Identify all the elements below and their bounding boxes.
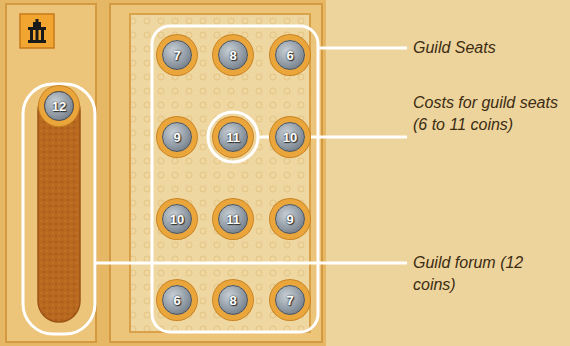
coin-value: 9	[173, 131, 180, 144]
guild-icon	[20, 14, 54, 48]
forum-panel	[6, 4, 96, 342]
coin-value: 8	[229, 294, 236, 307]
coin-circle: 10	[275, 122, 305, 152]
board	[0, 0, 326, 346]
coin-circle: 6	[275, 40, 305, 70]
seat-panel	[110, 4, 322, 342]
seat-field	[130, 14, 310, 332]
coin-circle: 12	[44, 91, 74, 121]
coin-value: 9	[286, 213, 293, 226]
coin-value: 6	[286, 49, 293, 62]
coin-value: 7	[286, 294, 293, 307]
coin-value: 6	[173, 294, 180, 307]
highlight-ring	[208, 112, 258, 162]
callout-label: Guild forum (12 coins)	[413, 252, 563, 296]
coin-value: 10	[283, 131, 297, 144]
coin-circle: 6	[162, 285, 192, 315]
coin-circle: 8	[218, 40, 248, 70]
coin-value: 11	[226, 131, 240, 144]
leader-line	[95, 262, 407, 265]
guild-forum-track	[38, 90, 80, 322]
coin-value: 8	[229, 49, 236, 62]
coin-circle: 7	[162, 40, 192, 70]
seats-outline	[152, 26, 318, 332]
coin-circle: 9	[275, 204, 305, 234]
coin-circle: 8	[218, 285, 248, 315]
callout-label: Costs for guild seats (6 to 11 coins)	[413, 92, 563, 136]
coin-circle: 7	[275, 285, 305, 315]
coin-circle: 11	[218, 204, 248, 234]
forum-outline	[23, 84, 95, 334]
coin-circle: 9	[162, 122, 192, 152]
guild-building-symbol	[28, 19, 46, 43]
leader-line	[318, 47, 407, 50]
coin-value: 11	[226, 213, 240, 226]
coin-circle: 10	[162, 204, 192, 234]
coin-value: 12	[52, 100, 66, 113]
callout-label: Guild Seats	[413, 37, 563, 59]
coin-value: 10	[170, 213, 184, 226]
coin-circle: 11	[218, 122, 248, 152]
coin-value: 7	[173, 49, 180, 62]
